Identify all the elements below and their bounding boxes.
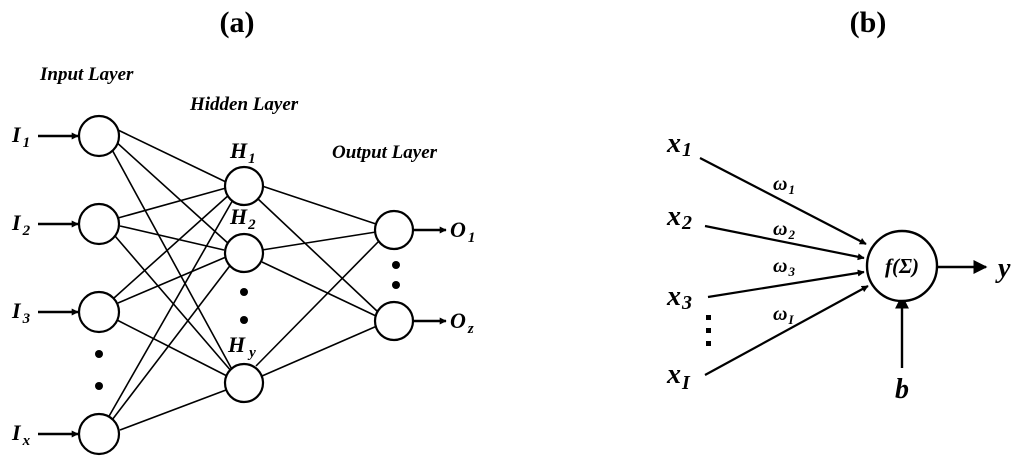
ellipsis-dot <box>95 350 103 358</box>
ellipsis-dot <box>95 382 103 390</box>
connection-line <box>113 139 231 246</box>
hidden-node-1 <box>223 165 265 207</box>
connection-line <box>109 145 236 376</box>
panel-a: (a) Input Layer Hidden Layer Output Laye… <box>11 6 475 456</box>
weight-label-2: ω2 <box>773 218 795 242</box>
ellipsis-dot <box>706 315 711 320</box>
connection-line <box>261 231 377 251</box>
input-node-3 <box>77 290 121 334</box>
input-node-2 <box>77 202 121 246</box>
panel-b-label: (b) <box>850 6 887 39</box>
bias-label: b <box>895 374 909 405</box>
output-node-z <box>373 300 415 342</box>
activation-function-label: f(Σ) <box>885 254 919 278</box>
hidden-layer-label: Hidden Layer <box>189 94 299 115</box>
panel-b: (b) f(Σ) x1 x2 x3 xI <box>666 6 1011 405</box>
hidden-label-1: H1 <box>229 138 256 167</box>
neuron-input-label-i: xI <box>666 359 691 394</box>
connection-line <box>119 389 227 431</box>
ellipsis-dots <box>95 261 400 390</box>
connection-line <box>111 262 233 421</box>
ellipsis-dot <box>392 261 400 269</box>
weighted-input-arrow <box>704 285 869 376</box>
connection-line <box>117 256 227 304</box>
connection-line <box>261 325 378 377</box>
connection-line <box>116 319 228 377</box>
weighted-input-arrows <box>699 157 869 376</box>
ellipsis-dot <box>706 328 711 333</box>
weighted-input-arrow <box>707 269 865 299</box>
ellipsis-dot <box>392 281 400 289</box>
neuron-input-label-2: x2 <box>666 201 692 234</box>
input-node-1 <box>77 114 121 158</box>
panel-a-label: (a) <box>220 6 255 39</box>
input-layer-label: Input Layer <box>39 64 134 85</box>
neuron-output-label: y <box>995 253 1011 284</box>
neuron-node <box>865 229 939 303</box>
output-arrows <box>414 226 447 325</box>
input-node-x <box>77 412 121 456</box>
weighted-input-arrow <box>699 157 867 245</box>
input-hidden-connections <box>107 129 236 431</box>
hidden-node-y <box>223 362 265 404</box>
weight-label-1: ω1 <box>773 173 795 197</box>
hidden-output-connections <box>255 185 381 377</box>
ellipsis-dot <box>240 316 248 324</box>
weight-label-i: ωI <box>773 303 794 327</box>
input-ellipsis-dots <box>706 315 711 346</box>
connection-line <box>113 193 231 299</box>
weight-label-3: ω3 <box>773 255 795 279</box>
ellipsis-dot <box>706 341 711 346</box>
connection-line <box>117 187 227 219</box>
connection-line <box>261 185 377 225</box>
ellipsis-dot <box>240 288 248 296</box>
connection-line <box>117 129 227 183</box>
connection-line <box>261 261 377 317</box>
output-layer-label: Output Layer <box>332 142 438 163</box>
connection-line <box>107 197 235 419</box>
neuron-input-label-1: x1 <box>666 128 692 161</box>
hidden-node-2 <box>223 232 265 274</box>
input-arrows <box>38 132 79 438</box>
neuron-input-label-3: x3 <box>666 281 692 314</box>
weighted-input-arrow <box>704 224 865 261</box>
connection-line <box>255 239 381 367</box>
output-node-1 <box>373 209 415 251</box>
hidden-label-2: H2 <box>229 204 256 233</box>
connection-line <box>256 197 379 313</box>
